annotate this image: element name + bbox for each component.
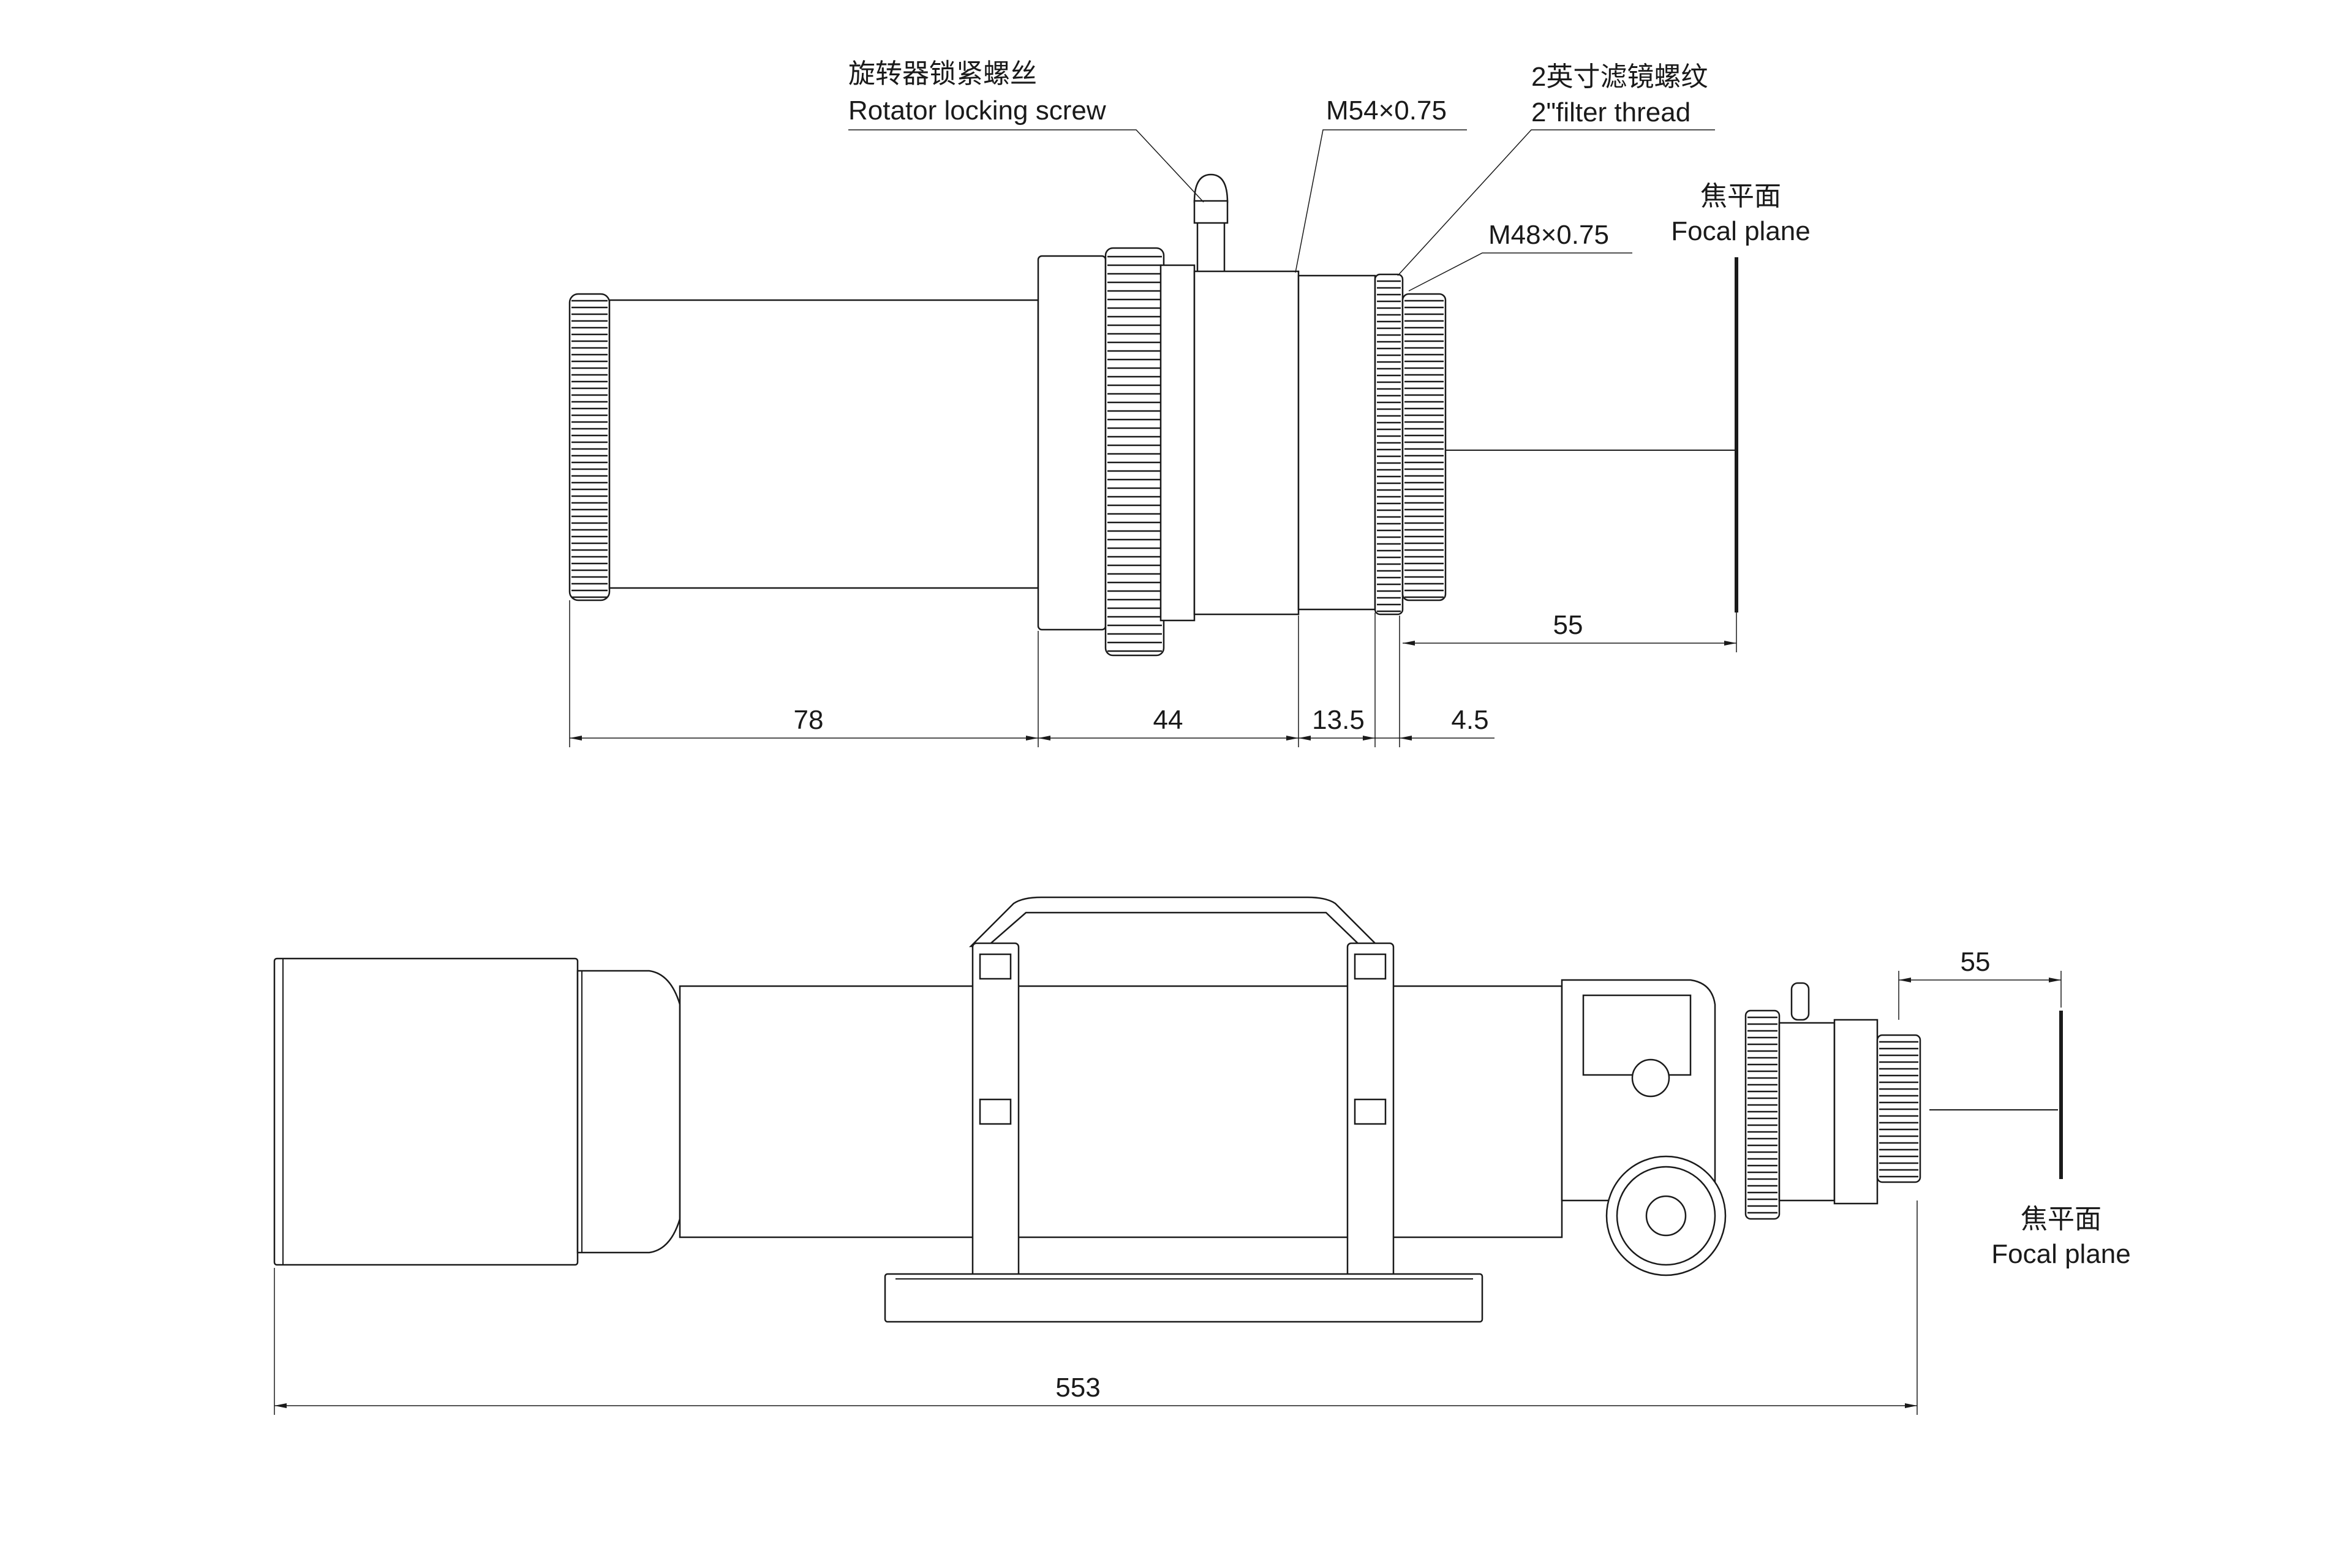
bottom-m54-adapter <box>1833 1019 1879 1205</box>
bottom-m48-ring <box>1876 1034 1921 1183</box>
label-m54: M54×0.75 <box>1326 96 1447 126</box>
focuser-lock-knob <box>1631 1058 1670 1098</box>
bottom-view: 55 焦平面 Focal plane 553 <box>273 896 2131 1415</box>
leader-filter-thread <box>1397 129 1715 276</box>
label-filter-thread-zh: 2英寸滤镜螺纹 <box>1531 62 1708 92</box>
coarse-focus-knob <box>1605 1155 1727 1276</box>
m54-adapter <box>1193 270 1300 616</box>
leader-m54 <box>1295 129 1467 273</box>
bottom-label-focal-plane-zh: 焦平面 <box>2021 1204 2101 1234</box>
top-view: 旋转器锁紧螺丝 Rotator locking screw M54×0.75 2… <box>568 59 1811 747</box>
m48-knurled-ring <box>1401 293 1447 601</box>
dew-shield <box>273 957 579 1266</box>
tube-ring-left <box>971 942 1020 1278</box>
label-rotator-screw-zh: 旋转器锁紧螺丝 <box>848 59 1037 89</box>
dim-backfocus-bottom: 55 <box>1961 947 1991 977</box>
rotator-body <box>1037 255 1107 631</box>
objective-cell <box>576 970 681 1254</box>
dim-78: 78 <box>794 705 824 735</box>
extension-lines <box>569 600 1737 747</box>
dim-total-length: 553 <box>1055 1373 1100 1403</box>
label-m48: M48×0.75 <box>1488 220 1609 250</box>
label-focal-plane-zh: 焦平面 <box>1700 181 1781 211</box>
dovetail-plate <box>884 1273 1483 1323</box>
focuser-clamp <box>1582 994 1692 1076</box>
leader-m48 <box>1408 252 1632 292</box>
main-tube <box>679 985 1563 1238</box>
rotator-collar <box>1159 264 1196 622</box>
tube-ring-right <box>1346 942 1395 1278</box>
dim-44: 44 <box>1153 705 1183 735</box>
rotator-locking-screw <box>1193 173 1229 274</box>
label-focal-plane-en: Focal plane <box>1671 216 1810 246</box>
dimension-row <box>570 641 1736 741</box>
rotator-knurled-ring <box>1104 247 1165 657</box>
dim-13-5: 13.5 <box>1312 705 1365 735</box>
dim-backfocus-top: 55 <box>1553 610 1583 640</box>
bottom-label-focal-plane-en: Focal plane <box>1991 1239 2130 1269</box>
label-filter-thread-en: 2"filter thread <box>1531 97 1691 127</box>
bottom-rotator-ring <box>1744 1009 1781 1220</box>
bottom-rotator-collar <box>1778 1022 1836 1202</box>
leader-rotator-screw <box>848 129 1204 203</box>
filter-thread-ring <box>1374 273 1404 616</box>
label-rotator-screw-en: Rotator locking screw <box>848 96 1106 126</box>
dim-4-5: 4.5 <box>1451 705 1488 735</box>
carry-handle <box>968 896 1381 948</box>
bottom-locking-screw <box>1790 982 1810 1021</box>
spacer-ring <box>1297 274 1376 611</box>
front-knurled-ring <box>568 293 611 601</box>
drawtube <box>608 299 1039 589</box>
